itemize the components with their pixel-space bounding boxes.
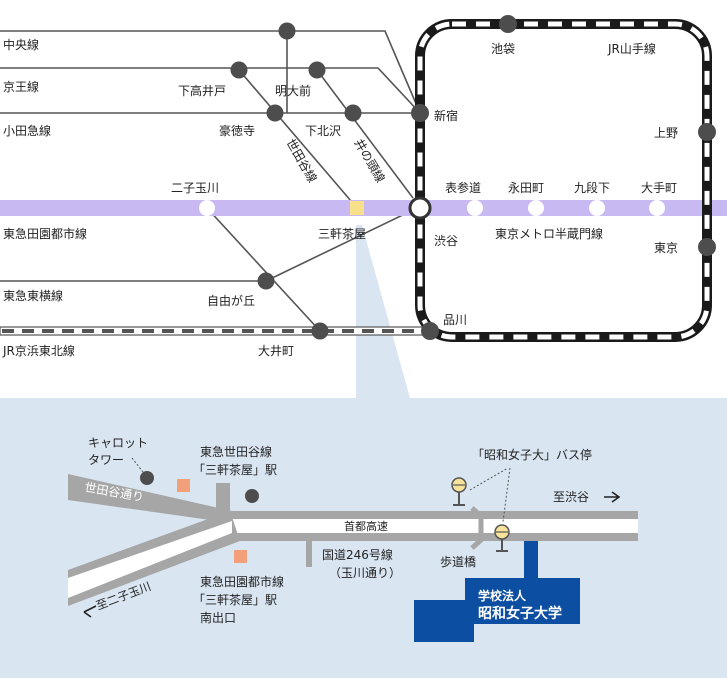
station-shinagawa — [421, 322, 439, 340]
label-keio-line: 京王線 — [3, 79, 39, 94]
station-jiyugaoka — [257, 272, 275, 290]
roads — [68, 474, 638, 606]
footbridge-shape — [470, 506, 484, 550]
zoom-callout — [356, 225, 410, 398]
station-oimachi — [311, 322, 329, 340]
label-university-1: 学校法人 — [478, 588, 527, 603]
label-omotesando: 表参道 — [445, 180, 481, 195]
label-sangenjaya: 三軒茶屋 — [318, 226, 366, 241]
station-tokyo — [698, 238, 716, 256]
label-carrot-tower-2: タワー — [88, 453, 124, 467]
label-chuo-line: 中央線 — [3, 37, 39, 52]
station-ueno — [698, 123, 716, 141]
label-carrot-tower-1: キャロット — [88, 436, 148, 450]
label-shinagawa: 品川 — [443, 313, 467, 327]
label-inokashira-line: 井の頭線 — [351, 136, 388, 185]
label-jiyugaoka: 自由が丘 — [207, 293, 255, 308]
station-nagatacho — [528, 200, 544, 216]
label-shibuya: 渋谷 — [434, 234, 458, 248]
setagaya-dori-road — [68, 474, 232, 520]
rail-lines — [0, 30, 421, 332]
toyoko-line-to-shibuya — [265, 209, 414, 282]
label-toyoko-line: 東急東横線 — [3, 288, 63, 303]
label-nagatacho: 永田町 — [508, 181, 544, 195]
carrot-tower-marker — [140, 471, 154, 485]
label-denentoshi-exit-2: 「三軒茶屋」駅 — [193, 592, 277, 607]
denentoshi-exit-marker — [234, 550, 247, 563]
station-shimotakaido — [230, 61, 248, 79]
label-shuto-expressway: 首都高速 — [344, 519, 388, 533]
label-route246-2: （玉川通り） — [329, 566, 401, 580]
keihin-tohoku-line — [0, 326, 431, 336]
station-shinjuku — [411, 104, 429, 122]
label-gotokuji: 豪徳寺 — [219, 123, 255, 138]
university-building — [414, 541, 580, 642]
label-keihin-tohoku-line: JR京浜東北線 — [2, 343, 75, 358]
expressway-southwest — [68, 521, 232, 598]
station-ikebukuro — [499, 15, 517, 33]
label-university-2: 昭和女子大学 — [478, 605, 562, 622]
label-route246-1: 国道246号線 — [322, 547, 393, 562]
label-footbridge: 歩道橋 — [440, 554, 476, 569]
label-setagaya-exit-2: 「三軒茶屋」駅 — [193, 462, 277, 477]
label-denentoshi-exit-1: 東急田園都市線 — [200, 574, 284, 589]
label-ikebukuro: 池袋 — [491, 42, 515, 56]
chuo-line — [0, 30, 421, 114]
arrow-right-icon — [604, 491, 621, 503]
label-shimotakaido: 下高井戸 — [178, 83, 226, 98]
inokashira-line — [316, 69, 414, 199]
label-bus-stop: 「昭和女子大」バス停 — [472, 447, 592, 462]
label-ueno: 上野 — [654, 126, 678, 140]
bus-stops — [451, 467, 511, 552]
setagaya-station-stub — [216, 483, 230, 513]
station-kudanshita — [589, 200, 605, 216]
station-labels: 下高井戸 明大前 豪徳寺 下北沢 二子玉川 三軒茶屋 自由が丘 大井町 池袋 新… — [171, 42, 678, 358]
keio-line — [0, 67, 421, 114]
label-oimachi: 大井町 — [258, 344, 294, 358]
label-otemachi: 大手町 — [641, 181, 677, 195]
station-shimokitazawa — [344, 104, 362, 122]
label-kudanshita: 九段下 — [574, 180, 610, 195]
carrot-tower-leader — [131, 457, 144, 473]
station-shibuya — [408, 196, 432, 220]
label-odakyu-line: 小田急線 — [3, 123, 51, 138]
label-futakotamagawa: 二子玉川 — [171, 181, 219, 195]
label-shimokitazawa: 下北沢 — [305, 124, 341, 138]
label-setagaya-exit-1: 東急世田谷線 — [200, 444, 272, 459]
arrow-left-icon — [83, 605, 97, 618]
station-otemachi — [649, 200, 665, 216]
stations — [230, 15, 716, 340]
label-meidaimae: 明大前 — [275, 83, 311, 98]
setagaya-exit-marker — [177, 479, 190, 492]
station-futakotamagawa — [199, 200, 215, 216]
south-side-stub — [306, 541, 312, 567]
station-sangenjaya — [350, 201, 364, 215]
label-hanzomon-line: 東京メトロ半蔵門線 — [495, 226, 603, 241]
station-chuo-junction — [278, 22, 296, 40]
label-to-shibuya: 至渋谷 — [553, 490, 589, 504]
area-map — [0, 225, 727, 678]
station-meidaimae — [308, 61, 326, 79]
setagaya-line-station-marker — [245, 489, 259, 503]
label-denentoshi-exit-3: 南出口 — [200, 610, 236, 625]
label-yamanote-line: JR山手線 — [607, 41, 656, 56]
setagaya-line — [238, 69, 358, 209]
yamanote-loop — [415, 19, 712, 342]
label-denentoshi-line: 東急田園都市線 — [3, 226, 87, 241]
shuto-expressway-road — [228, 519, 638, 533]
hanzomon-stations — [199, 200, 665, 216]
direction-arrows — [83, 491, 621, 618]
label-shinjuku: 新宿 — [434, 108, 458, 123]
station-gotokuji — [266, 104, 284, 122]
oimachi-line — [206, 207, 321, 332]
station-omotesando — [467, 200, 483, 216]
label-tokyo: 東京 — [654, 241, 678, 255]
